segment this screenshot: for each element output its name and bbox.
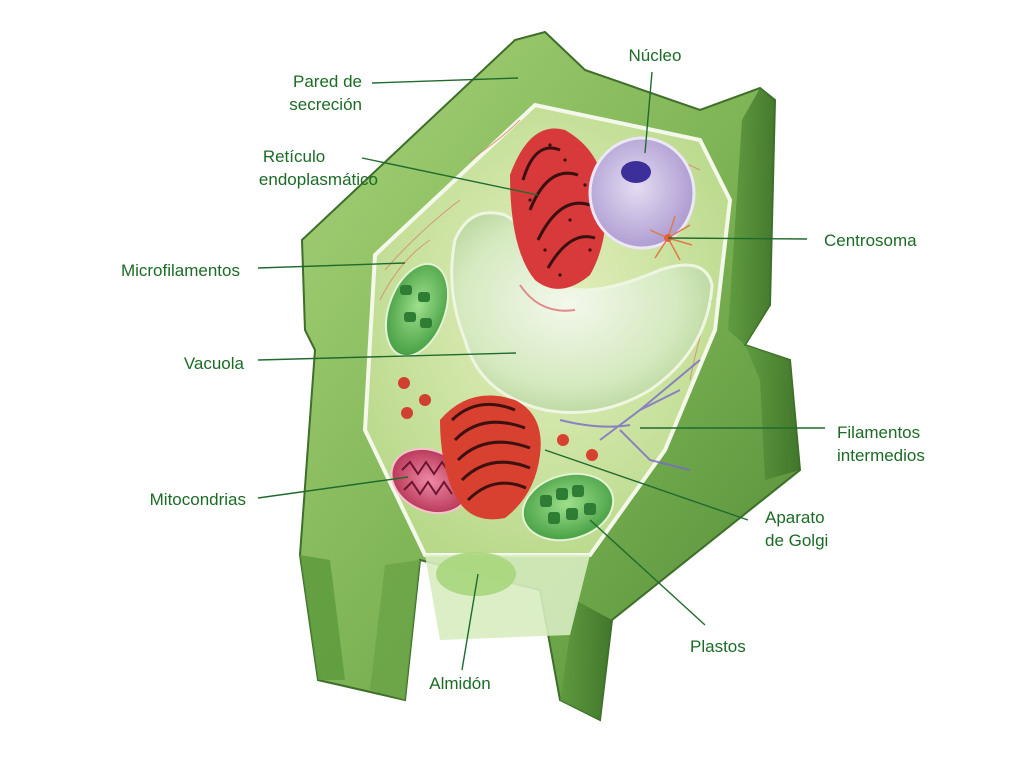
leader-pared — [371, 77, 519, 84]
label-mitocondrias-text: Mitocondrias — [149, 490, 246, 509]
label-golgi-line2: de Golgi — [765, 531, 829, 550]
label-plastos: Plastos — [690, 635, 780, 658]
label-pared-de-secrecion: Pared de secreción — [250, 70, 362, 116]
leader-vacuola — [257, 352, 517, 361]
label-almidon: Almidón — [405, 672, 515, 695]
label-microfilamentos: Microfilamentos — [60, 259, 240, 282]
centrosome — [649, 215, 693, 261]
label-microfilamentos-text: Microfilamentos — [120, 261, 240, 280]
label-centrosoma: Centrosoma — [824, 229, 964, 252]
leader-mitocondrias — [257, 476, 409, 499]
leader-nucleo — [644, 71, 653, 154]
label-filamentos-line1: Filamentos — [837, 423, 921, 442]
label-vacuola: Vacuola — [130, 352, 244, 375]
leader-lines — [257, 71, 825, 671]
label-reticulo-endoplasmatico: Retículo endoplasmático — [210, 145, 378, 191]
label-pared-line1: Pared de — [293, 72, 362, 91]
label-almidon-text: Almidón — [429, 674, 491, 693]
starch-grain — [436, 552, 516, 596]
label-filamentos-intermedios: Filamentos intermedios — [837, 421, 967, 467]
label-plastos-text: Plastos — [690, 637, 746, 656]
leader-microfilamentos — [257, 262, 406, 269]
nucleus — [588, 136, 696, 250]
nucleolus — [621, 161, 651, 183]
label-reticulo-line1: Retículo — [262, 147, 326, 166]
plastid-lower — [521, 472, 615, 542]
golgi-apparatus — [440, 395, 598, 520]
leader-golgi — [544, 449, 749, 521]
label-reticulo-line2: endoplasmático — [258, 170, 378, 189]
vesicles — [398, 377, 431, 419]
label-mitocondrias: Mitocondrias — [100, 488, 246, 511]
label-nucleo-text: Núcleo — [628, 46, 682, 65]
starch-region — [425, 552, 590, 640]
leader-almidon — [461, 573, 479, 671]
label-vacuola-text: Vacuola — [183, 354, 244, 373]
leader-plastos — [589, 519, 706, 626]
label-pared-line2: secreción — [289, 95, 362, 114]
endoplasmic-reticulum — [510, 128, 606, 312]
label-centrosoma-text: Centrosoma — [824, 231, 917, 250]
label-aparato-de-golgi: Aparato de Golgi — [765, 506, 875, 552]
plastid-upper — [384, 262, 450, 358]
leader-centrosoma — [667, 237, 808, 240]
leader-reticulo — [361, 157, 539, 196]
label-nucleo: Núcleo — [620, 44, 690, 67]
label-filamentos-line2: intermedios — [837, 446, 925, 465]
label-golgi-line1: Aparato — [765, 508, 825, 527]
